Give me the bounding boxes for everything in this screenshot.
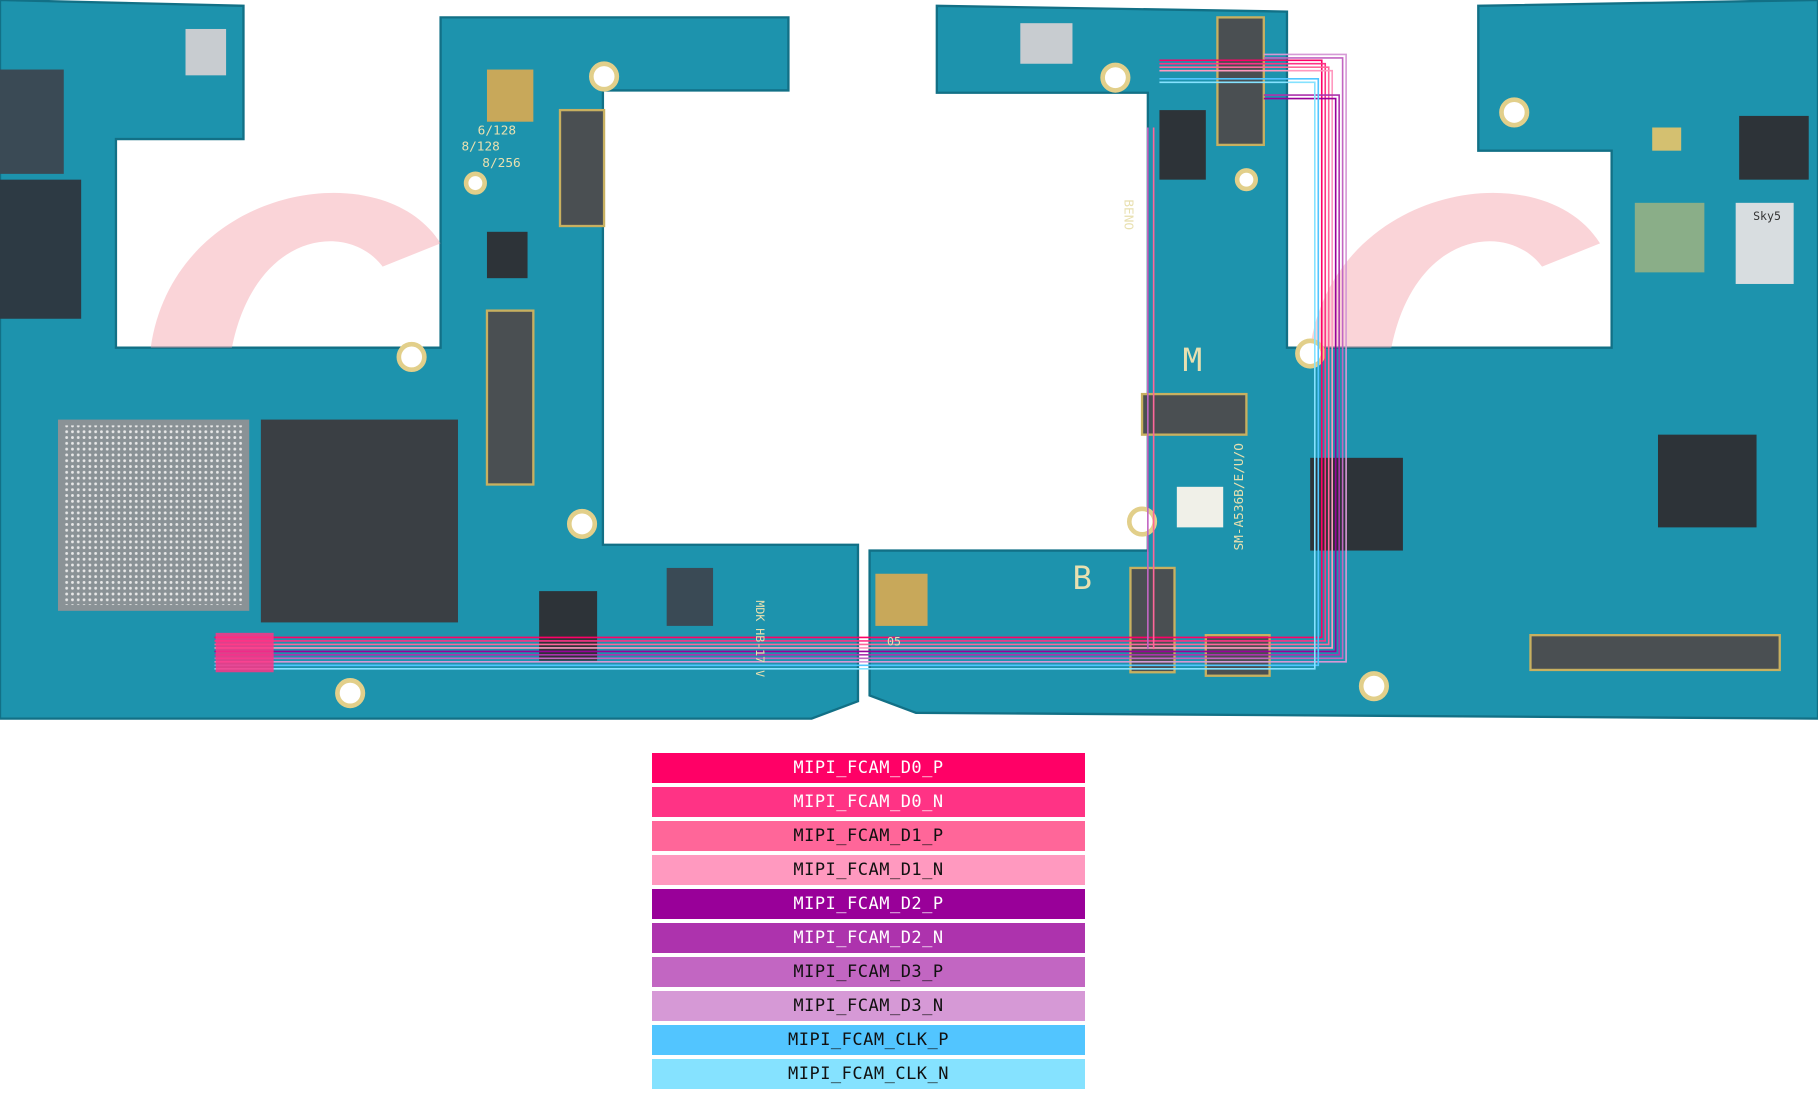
legend-item: MIPI_FCAM_D1_P: [652, 821, 1085, 851]
legend-item: MIPI_FCAM_CLK_P: [652, 1025, 1085, 1055]
legend-item: MIPI_FCAM_D0_N: [652, 787, 1085, 817]
signal-legend: MIPI_FCAM_D0_P MIPI_FCAM_D0_N MIPI_FCAM_D1…: [652, 753, 1085, 1093]
legend-label: MIPI_FCAM_D1_P: [793, 826, 944, 846]
legend-label: MIPI_FCAM_D1_N: [793, 860, 944, 880]
highlight-pad: [215, 632, 274, 673]
legend-label: MIPI_FCAM_D2_P: [793, 894, 944, 914]
legend-label: MIPI_FCAM_D3_P: [793, 962, 944, 982]
pcb-right-half: [868, 0, 1818, 720]
legend-label: MIPI_FCAM_CLK_N: [787, 1064, 950, 1084]
legend-item: MIPI_FCAM_D0_P: [652, 753, 1085, 783]
bga-pads: [63, 425, 244, 606]
silk-05: 05: [887, 635, 901, 649]
silk-sky5: Sky5: [1753, 209, 1781, 223]
legend-item: MIPI_FCAM_D3_P: [652, 957, 1085, 987]
watermark-logo: [150, 192, 1601, 348]
mipi-traces: [214, 53, 1347, 670]
legend-label: MIPI_FCAM_D3_N: [793, 996, 944, 1016]
mounting-holes: [335, 61, 1530, 709]
silkscreen: 6/128 8/128 8/256 M B BENO SM-A536B/E/U/…: [461, 123, 1781, 677]
silk-6-128: 6/128: [478, 123, 516, 138]
legend-item: MIPI_FCAM_D2_N: [652, 923, 1085, 953]
legend-label: MIPI_FCAM_CLK_P: [787, 1030, 950, 1050]
legend-label: MIPI_FCAM_D0_P: [793, 758, 944, 778]
silk-beno: BENO: [1121, 199, 1136, 230]
silk-8-256: 8/256: [482, 156, 520, 171]
legend-label: MIPI_FCAM_D0_N: [793, 792, 944, 812]
silk-mdk: MDK HB-17 V: [753, 600, 767, 677]
legend-item: MIPI_FCAM_D3_N: [652, 991, 1085, 1021]
legend-item: MIPI_FCAM_D1_N: [652, 855, 1085, 885]
legend-item: MIPI_FCAM_CLK_N: [652, 1059, 1085, 1089]
legend-item: MIPI_FCAM_D2_P: [652, 889, 1085, 919]
silk-m: M: [1183, 341, 1203, 379]
legend-label: MIPI_FCAM_D2_N: [793, 928, 944, 948]
silk-model: SM-A536B/E/U/O: [1232, 443, 1247, 550]
silk-8-128: 8/128: [461, 140, 499, 155]
silk-b: B: [1072, 559, 1092, 597]
